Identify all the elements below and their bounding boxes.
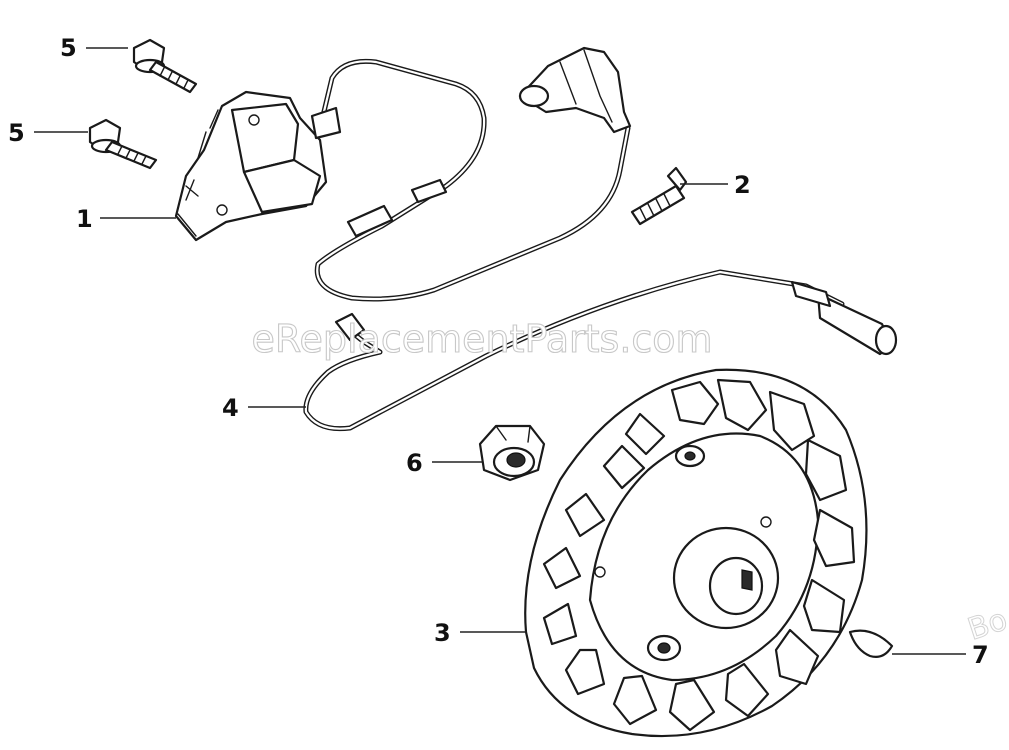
leader-lines xyxy=(34,47,966,655)
callout-6: 6 xyxy=(406,449,423,477)
spring[interactable] xyxy=(630,166,688,226)
callout-2: 2 xyxy=(734,171,751,199)
ignition-coil[interactable] xyxy=(174,90,328,242)
callout-3: 3 xyxy=(434,619,451,647)
flywheel[interactable] xyxy=(524,368,868,738)
watermark: eReplacementParts.com xyxy=(251,317,712,361)
spark-plug-cap[interactable] xyxy=(518,46,632,134)
callout-1: 1 xyxy=(76,205,93,233)
callout-7: 7 xyxy=(972,641,989,669)
spark-plug-lead[interactable] xyxy=(310,58,631,302)
callout-4: 4 xyxy=(222,394,239,422)
flange-nut[interactable] xyxy=(478,424,546,482)
callout-5-upper: 5 xyxy=(60,34,77,62)
callout-5-lower: 5 xyxy=(8,119,25,147)
bolt-lower[interactable] xyxy=(88,118,158,170)
bolt-upper[interactable] xyxy=(132,38,198,94)
stop-switch-wire[interactable] xyxy=(303,269,898,432)
woodruff-key[interactable] xyxy=(848,629,894,658)
